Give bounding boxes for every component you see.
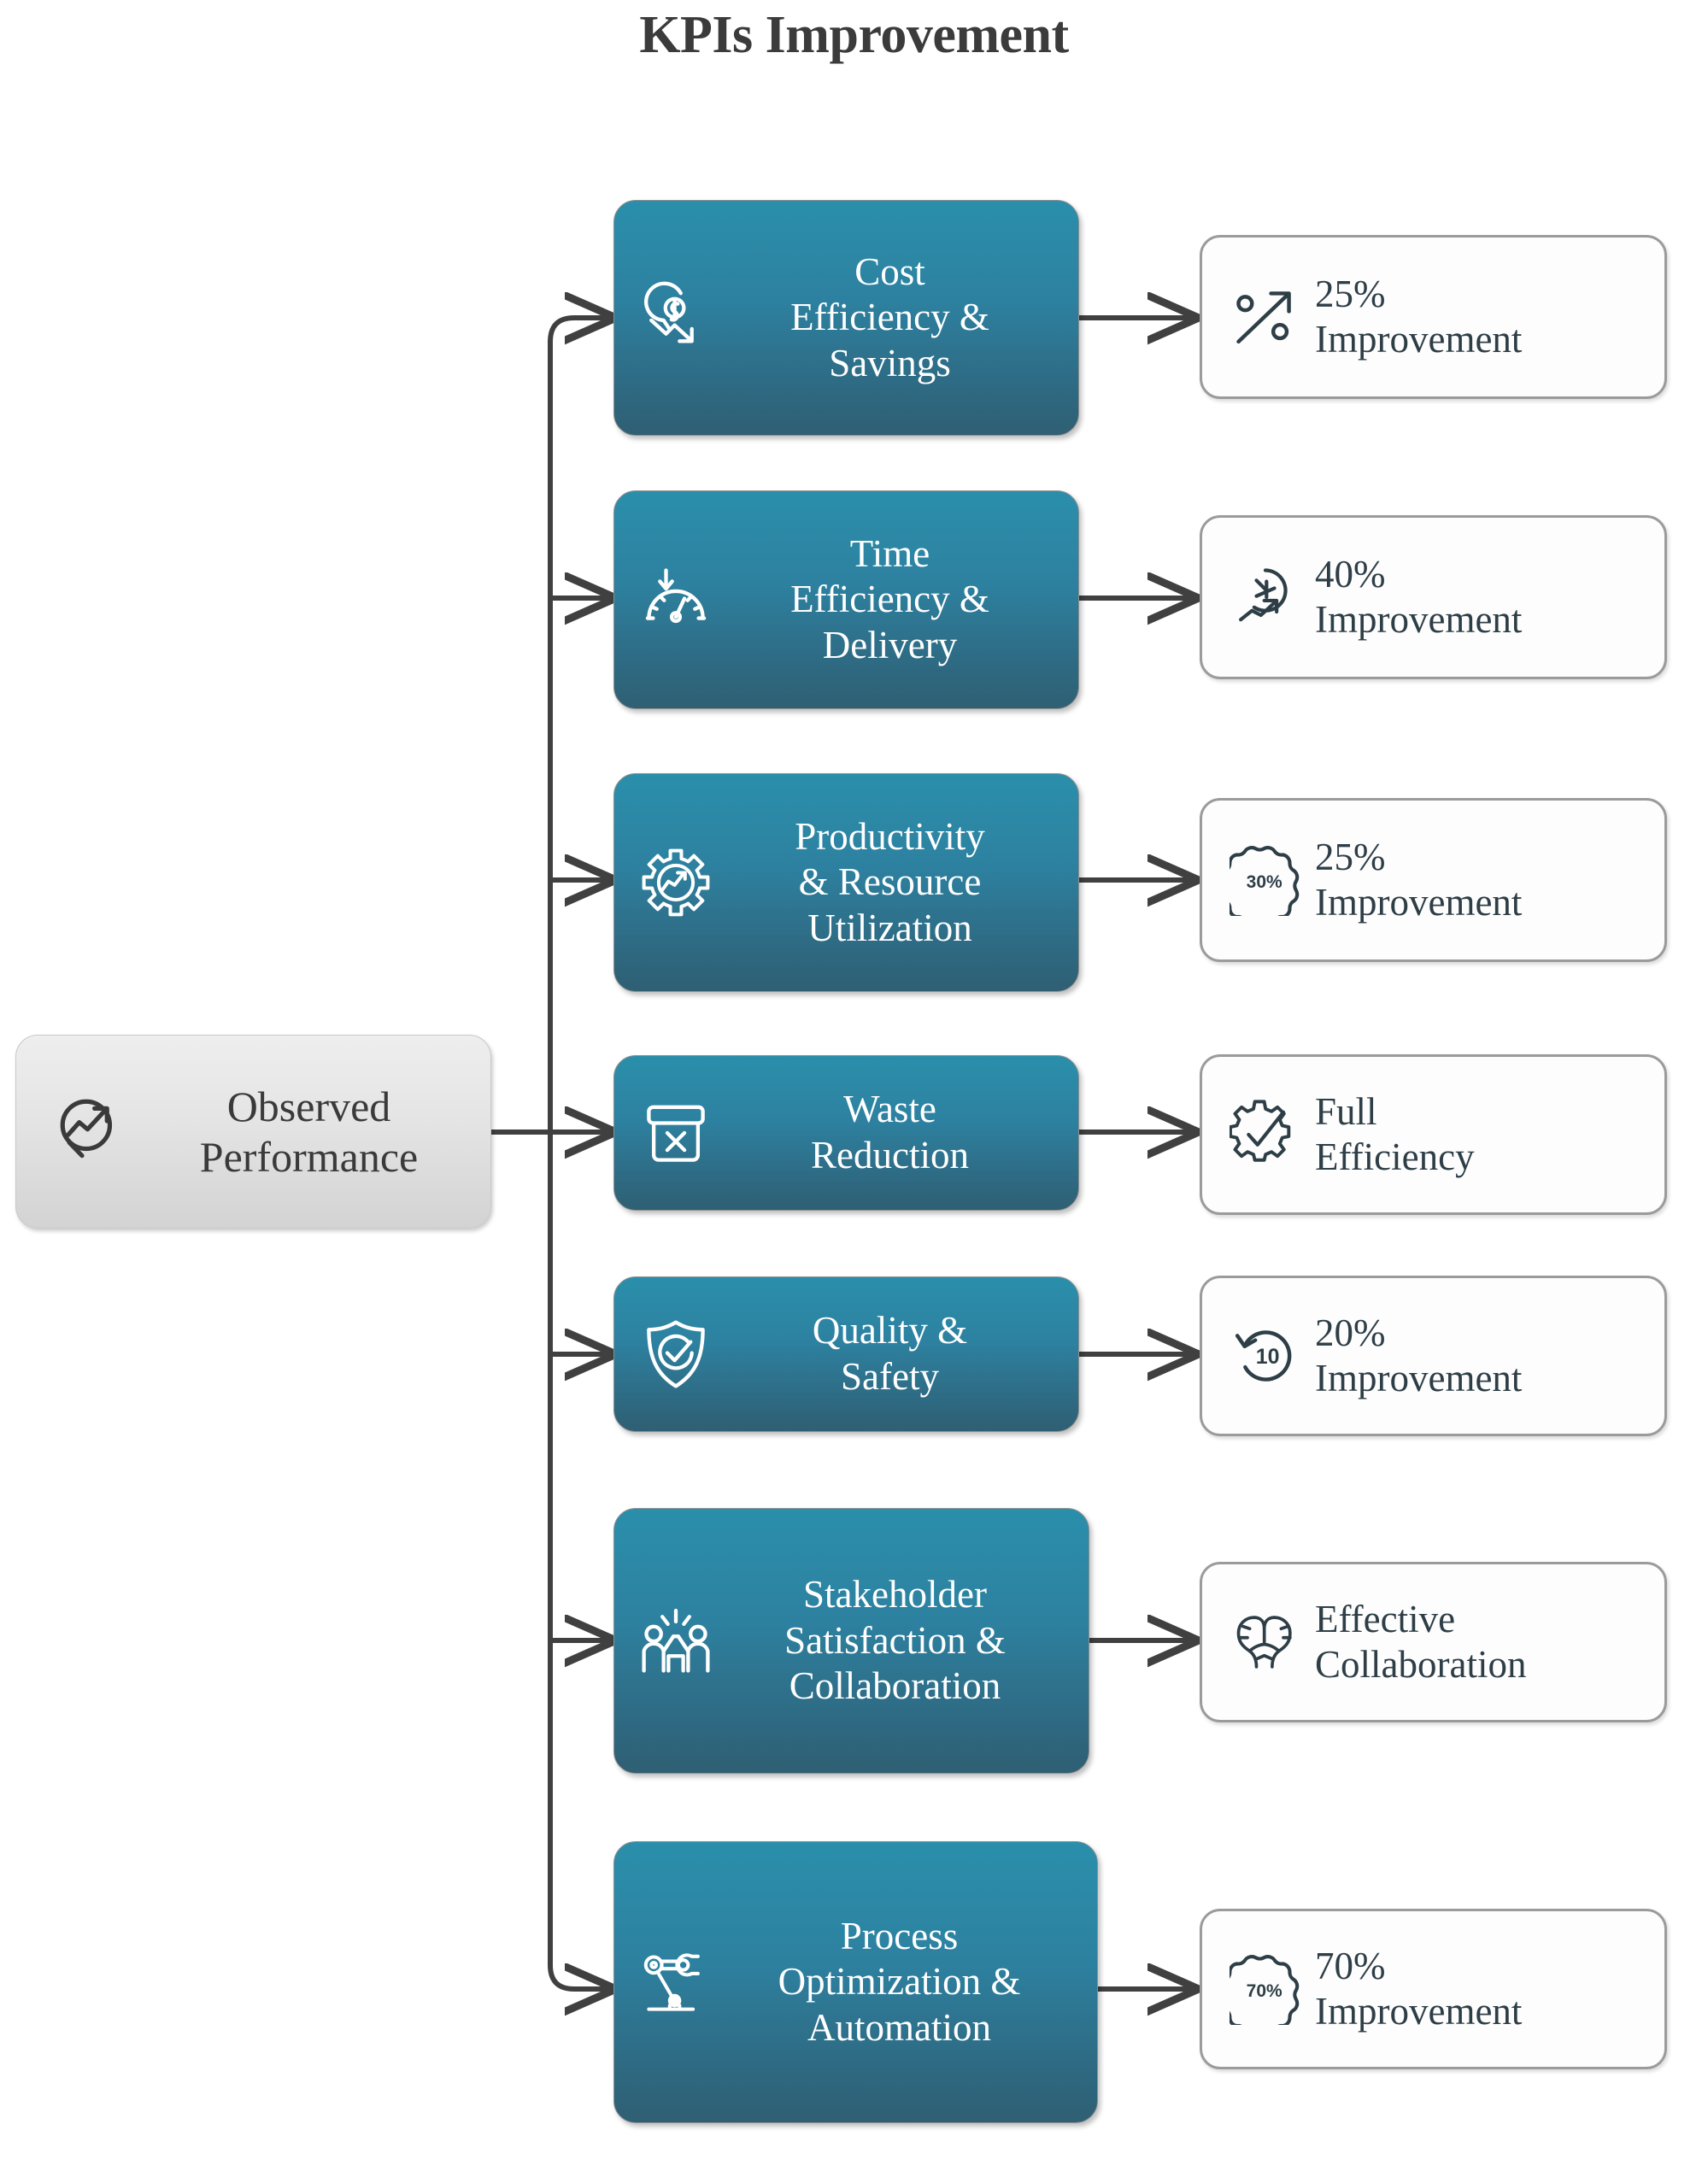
people-high-five-icon xyxy=(637,1602,715,1681)
dollar-coin-down-arrow-icon xyxy=(637,279,715,357)
outcome-card-time-efficiency[interactable]: 40% Improvement xyxy=(1200,515,1667,679)
circular-arrow-ten-icon: 10 xyxy=(1230,1320,1301,1392)
kpi-card-waste-reduction[interactable]: Waste Reduction xyxy=(613,1055,1079,1211)
kpi-label: Productivity & Resource Utilization xyxy=(795,814,985,949)
percent-up-arrow-icon xyxy=(1230,281,1301,353)
percent-badge-icon: 30% xyxy=(1220,844,1301,926)
kpi-card-productivity-resource-utilization[interactable]: Productivity & Resource Utilization xyxy=(613,773,1079,992)
connector-trunk-top-cap xyxy=(548,315,590,343)
page-title: KPIs Improvement xyxy=(639,6,1069,64)
outcome-card-stakeholder[interactable]: Effective Collaboration xyxy=(1200,1562,1667,1722)
outcome-text: 70% Improvement xyxy=(1315,1944,1523,2033)
outcome-text: Effective Collaboration xyxy=(1315,1597,1527,1686)
robot-arm-icon xyxy=(637,1943,715,2021)
outcome-text: 25% Improvement xyxy=(1315,272,1523,361)
trash-bin-x-icon xyxy=(637,1094,715,1172)
svg-text:10: 10 xyxy=(1256,1345,1280,1369)
kpi-card-time-efficiency-delivery[interactable]: Time Efficiency & Delivery xyxy=(613,490,1079,709)
outcome-text: 20% Improvement xyxy=(1315,1311,1523,1399)
outcome-card-waste-reduction[interactable]: Full Efficiency xyxy=(1200,1054,1667,1215)
magnifier-trend-arrow-icon xyxy=(49,1088,138,1176)
connector-trunk-bottom-cap xyxy=(548,1964,590,1992)
kpi-label: Quality & Safety xyxy=(812,1309,968,1398)
outcome-text: Full Efficiency xyxy=(1315,1089,1475,1178)
source-node-label: Observed Performance xyxy=(199,1083,419,1181)
outcome-text: 40% Improvement xyxy=(1315,552,1523,641)
gear-chart-icon xyxy=(637,843,715,922)
percent-badge-icon: 70% xyxy=(1220,1953,1301,2035)
kpi-card-quality-safety[interactable]: Quality & Safety xyxy=(613,1276,1079,1432)
kpi-card-cost-efficiency-savings[interactable]: Cost Efficiency & Savings xyxy=(613,200,1079,436)
kpi-card-process-optimization-automation[interactable]: Process Optimization & Automation xyxy=(613,1841,1098,2123)
handshake-gears-icon xyxy=(1230,1606,1301,1678)
kpi-label: Stakeholder Satisfaction & Collaboration xyxy=(784,1573,1006,1708)
svg-text:30%: 30% xyxy=(1247,872,1282,892)
source-node-observed-performance[interactable]: Observed Performance xyxy=(15,1035,491,1229)
shield-check-icon xyxy=(637,1315,715,1394)
outcome-card-productivity[interactable]: 30% 25% Improvement xyxy=(1200,798,1667,962)
outcome-card-quality-safety[interactable]: 10 20% Improvement xyxy=(1200,1276,1667,1436)
speedometer-down-arrow-icon xyxy=(637,560,715,639)
kpi-card-stakeholder-satisfaction-collaboration[interactable]: Stakeholder Satisfaction & Collaboration xyxy=(613,1508,1089,1774)
outcome-card-cost-efficiency[interactable]: 25% Improvement xyxy=(1200,235,1667,399)
gear-check-icon xyxy=(1228,1099,1301,1171)
kpi-label: Process Optimization & Automation xyxy=(778,1914,1021,2049)
outcome-card-process-optimization[interactable]: 70% 70% Improvement xyxy=(1200,1909,1667,2069)
svg-text:70%: 70% xyxy=(1247,1981,1282,2001)
outcome-text: 25% Improvement xyxy=(1315,835,1523,924)
kpi-label: Cost Efficiency & Savings xyxy=(790,249,989,384)
kpi-label: Waste Reduction xyxy=(811,1088,969,1176)
speed-dial-up-arrow-icon xyxy=(1230,561,1301,633)
kpi-label: Time Efficiency & Delivery xyxy=(790,531,989,666)
